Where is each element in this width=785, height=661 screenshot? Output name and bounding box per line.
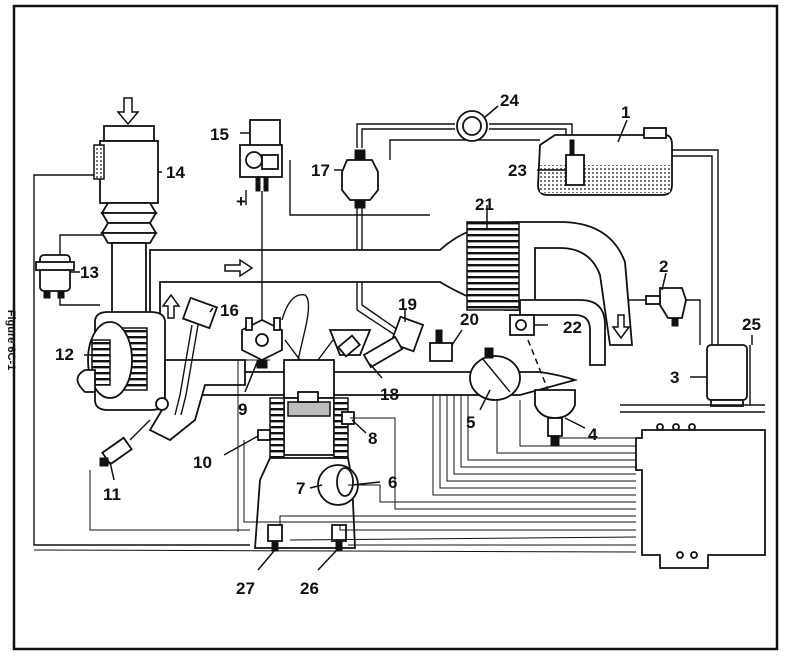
charcoal-canister-3	[706, 344, 748, 407]
component-16	[174, 296, 219, 416]
label-10: 10	[193, 453, 212, 472]
component-22	[509, 314, 535, 336]
label-2: 2	[659, 257, 668, 276]
intercooler-21	[466, 221, 520, 311]
flow-arrow-up-icon	[161, 293, 181, 319]
label-21: 21	[475, 195, 494, 214]
label-13: 13	[80, 263, 99, 282]
fuel-filter-17	[341, 149, 379, 209]
label-9: 9	[238, 400, 247, 419]
label-16: 16	[220, 301, 239, 320]
label-17: 17	[311, 161, 330, 180]
label-1: 1	[621, 103, 630, 122]
component-4	[527, 339, 576, 447]
air-inlet-arrow-icon	[116, 97, 140, 126]
label-11: 11	[103, 485, 121, 504]
throttle-body-5	[469, 347, 521, 401]
label-25: 25	[742, 315, 761, 334]
label-18: 18	[380, 385, 399, 404]
label-19: 19	[398, 295, 417, 314]
figure-caption: Figure 6C-1	[5, 310, 17, 371]
leader-lines	[70, 105, 753, 571]
label-24: 24	[500, 91, 519, 110]
label-4: 4	[588, 425, 598, 444]
label-26: 26	[300, 579, 319, 598]
airflow-meter-14	[93, 97, 159, 319]
label-8: 8	[368, 429, 377, 448]
plus-terminal-symbol: +	[236, 192, 246, 211]
fuel-tank-1	[537, 127, 673, 196]
label-20: 20	[460, 310, 479, 329]
figure-frame	[12, 4, 779, 651]
label-5: 5	[466, 413, 475, 432]
label-12: 12	[55, 345, 74, 364]
label-22: 22	[563, 318, 582, 337]
control-unit-25	[620, 345, 766, 569]
label-3: 3	[670, 368, 679, 387]
component-2	[645, 287, 687, 327]
engine-block	[99, 294, 425, 552]
label-15: 15	[210, 125, 229, 144]
component-13	[35, 254, 75, 299]
fuel-pump-24	[456, 110, 488, 142]
turbocharger-12	[76, 311, 246, 442]
label-14: 14	[166, 163, 185, 182]
label-23: 23	[508, 161, 527, 180]
label-27: 27	[236, 579, 255, 598]
flow-arrow-right-icon	[224, 258, 254, 278]
flow-arrow-down-icon	[611, 314, 631, 340]
component-20	[429, 329, 453, 362]
wiring-harness	[33, 359, 637, 553]
label-7: 7	[296, 479, 305, 498]
component-15: +	[236, 119, 283, 320]
label-6: 6	[388, 473, 397, 492]
callout-labels: 1 2 3 4 5 6 7 8 9 10 11 12 13 14 15 16 1…	[55, 91, 761, 598]
